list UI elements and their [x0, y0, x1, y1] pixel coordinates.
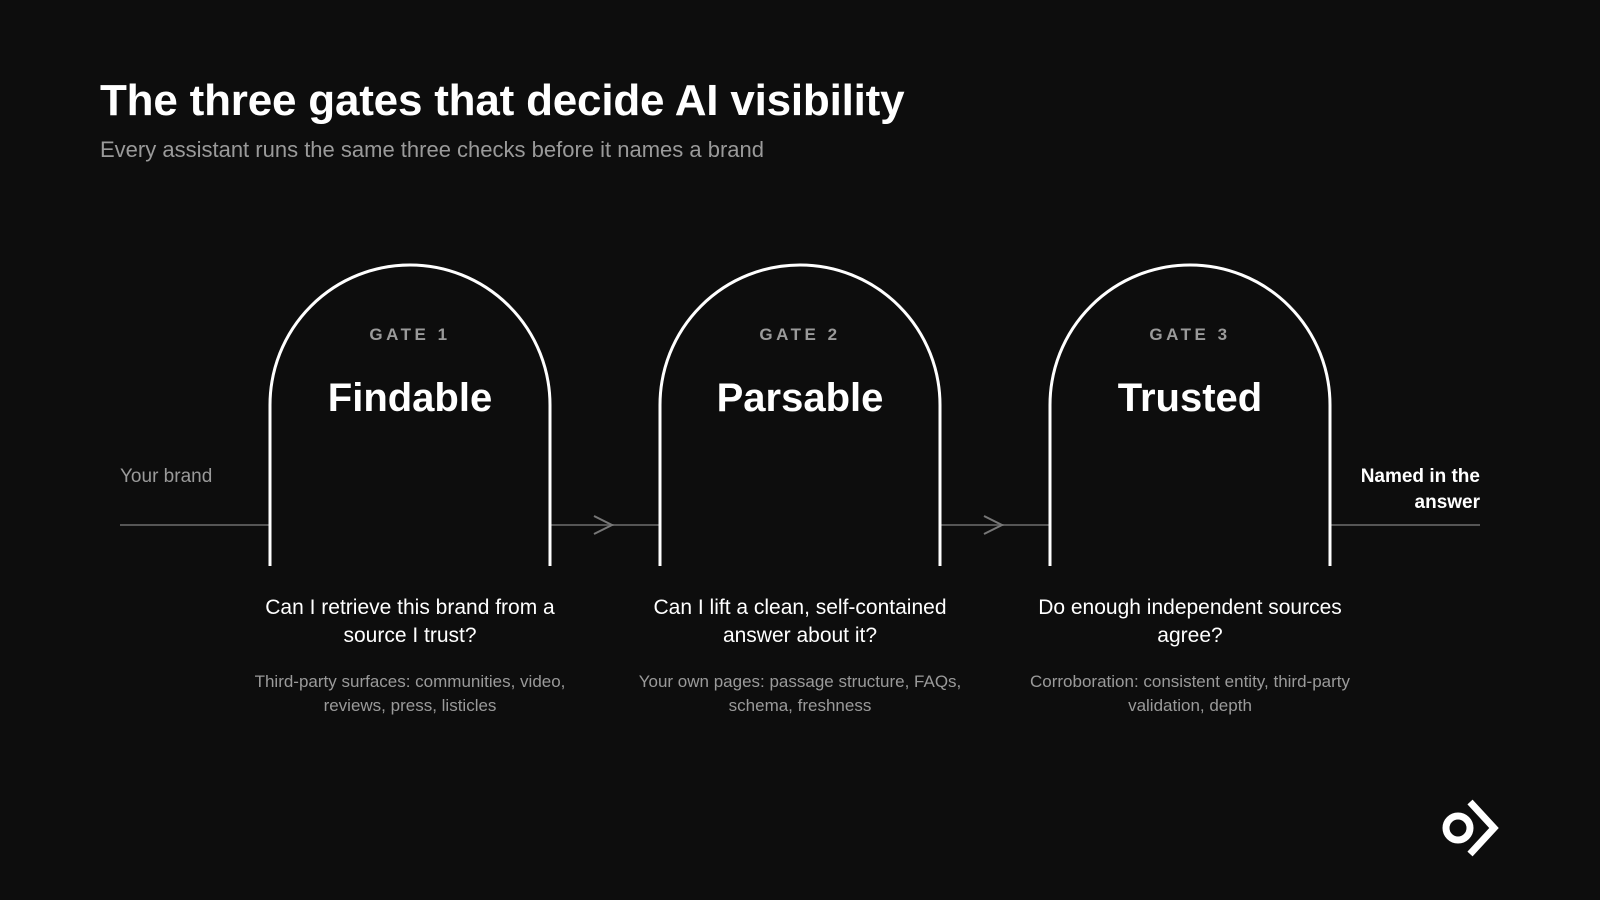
brand-logo-icon: [1442, 799, 1499, 857]
gate-detail: Third-party surfaces: communities, video…: [254, 672, 566, 715]
gate-question: Do enough independent sources agree?: [1038, 596, 1342, 647]
page-subtitle: Every assistant runs the same three chec…: [100, 137, 764, 162]
gate-name: Findable: [327, 376, 493, 420]
gate-name: Trusted: [1117, 376, 1263, 420]
gate-detail: Corroboration: consistent entity, third-…: [1030, 672, 1350, 715]
gate-number-label: GATE 2: [759, 325, 841, 344]
gate-number-label: GATE 3: [1149, 325, 1231, 344]
flow-end-label: Named in the answer: [1360, 466, 1480, 513]
flow-start-label: Your brand: [120, 466, 213, 487]
gate-detail: Your own pages: passage structure, FAQs,…: [638, 672, 962, 715]
gate-question: Can I lift a clean, self-contained answe…: [653, 596, 947, 647]
chevron-right-icon: [983, 515, 1005, 535]
gate-name: Parsable: [716, 376, 884, 420]
page-title: The three gates that decide AI visibilit…: [100, 76, 905, 125]
chevron-right-icon: [593, 515, 615, 535]
gate-question: Can I retrieve this brand from a source …: [265, 596, 555, 647]
gate-number-label: GATE 1: [369, 325, 451, 344]
